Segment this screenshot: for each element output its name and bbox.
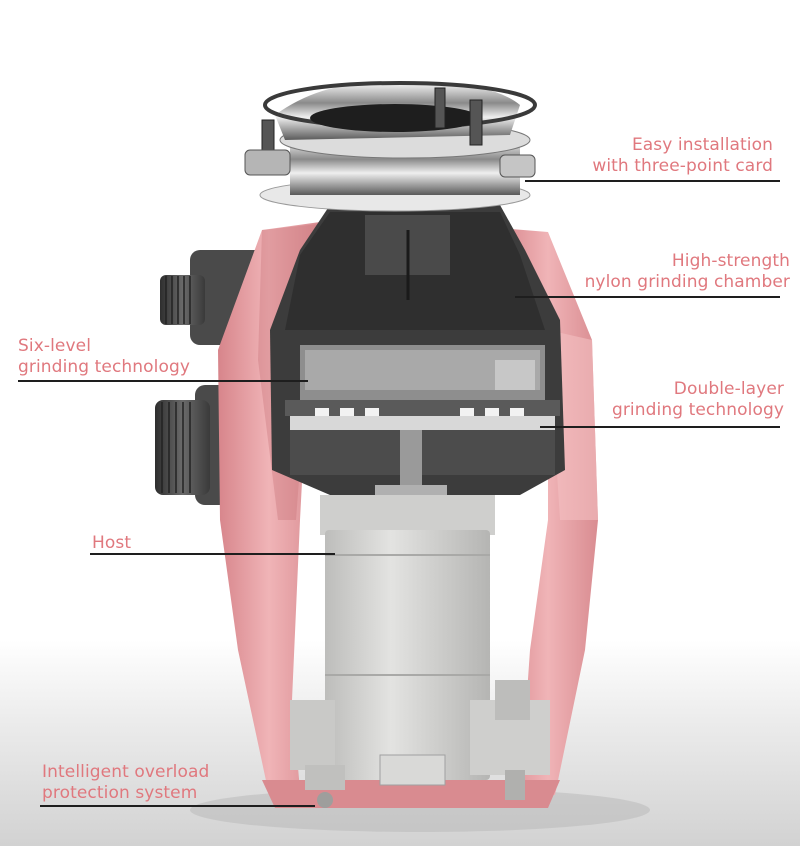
leader-line-six-level — [18, 380, 308, 382]
motor-host — [320, 495, 495, 780]
leader-line-nylon-chamber — [515, 296, 780, 298]
callout-nylon-chamber: High-strength nylon grinding chamber — [584, 251, 790, 292]
callout-easy-installation: Easy installation with three-point card — [592, 135, 773, 176]
leader-line-easy-installation — [525, 180, 780, 182]
grinding-plates — [285, 345, 560, 475]
leader-line-double-layer — [540, 426, 780, 428]
callout-six-level: Six-level grinding technology — [18, 336, 191, 377]
callout-host: Host — [92, 533, 132, 553]
mounting-ring — [244, 81, 537, 212]
leader-line-host — [90, 553, 335, 555]
leader-line-overload — [40, 805, 315, 807]
callout-double-layer: Double-layer grinding technology — [611, 379, 784, 420]
callout-overload: Intelligent overload protection system — [42, 762, 210, 803]
base-components — [290, 680, 550, 808]
